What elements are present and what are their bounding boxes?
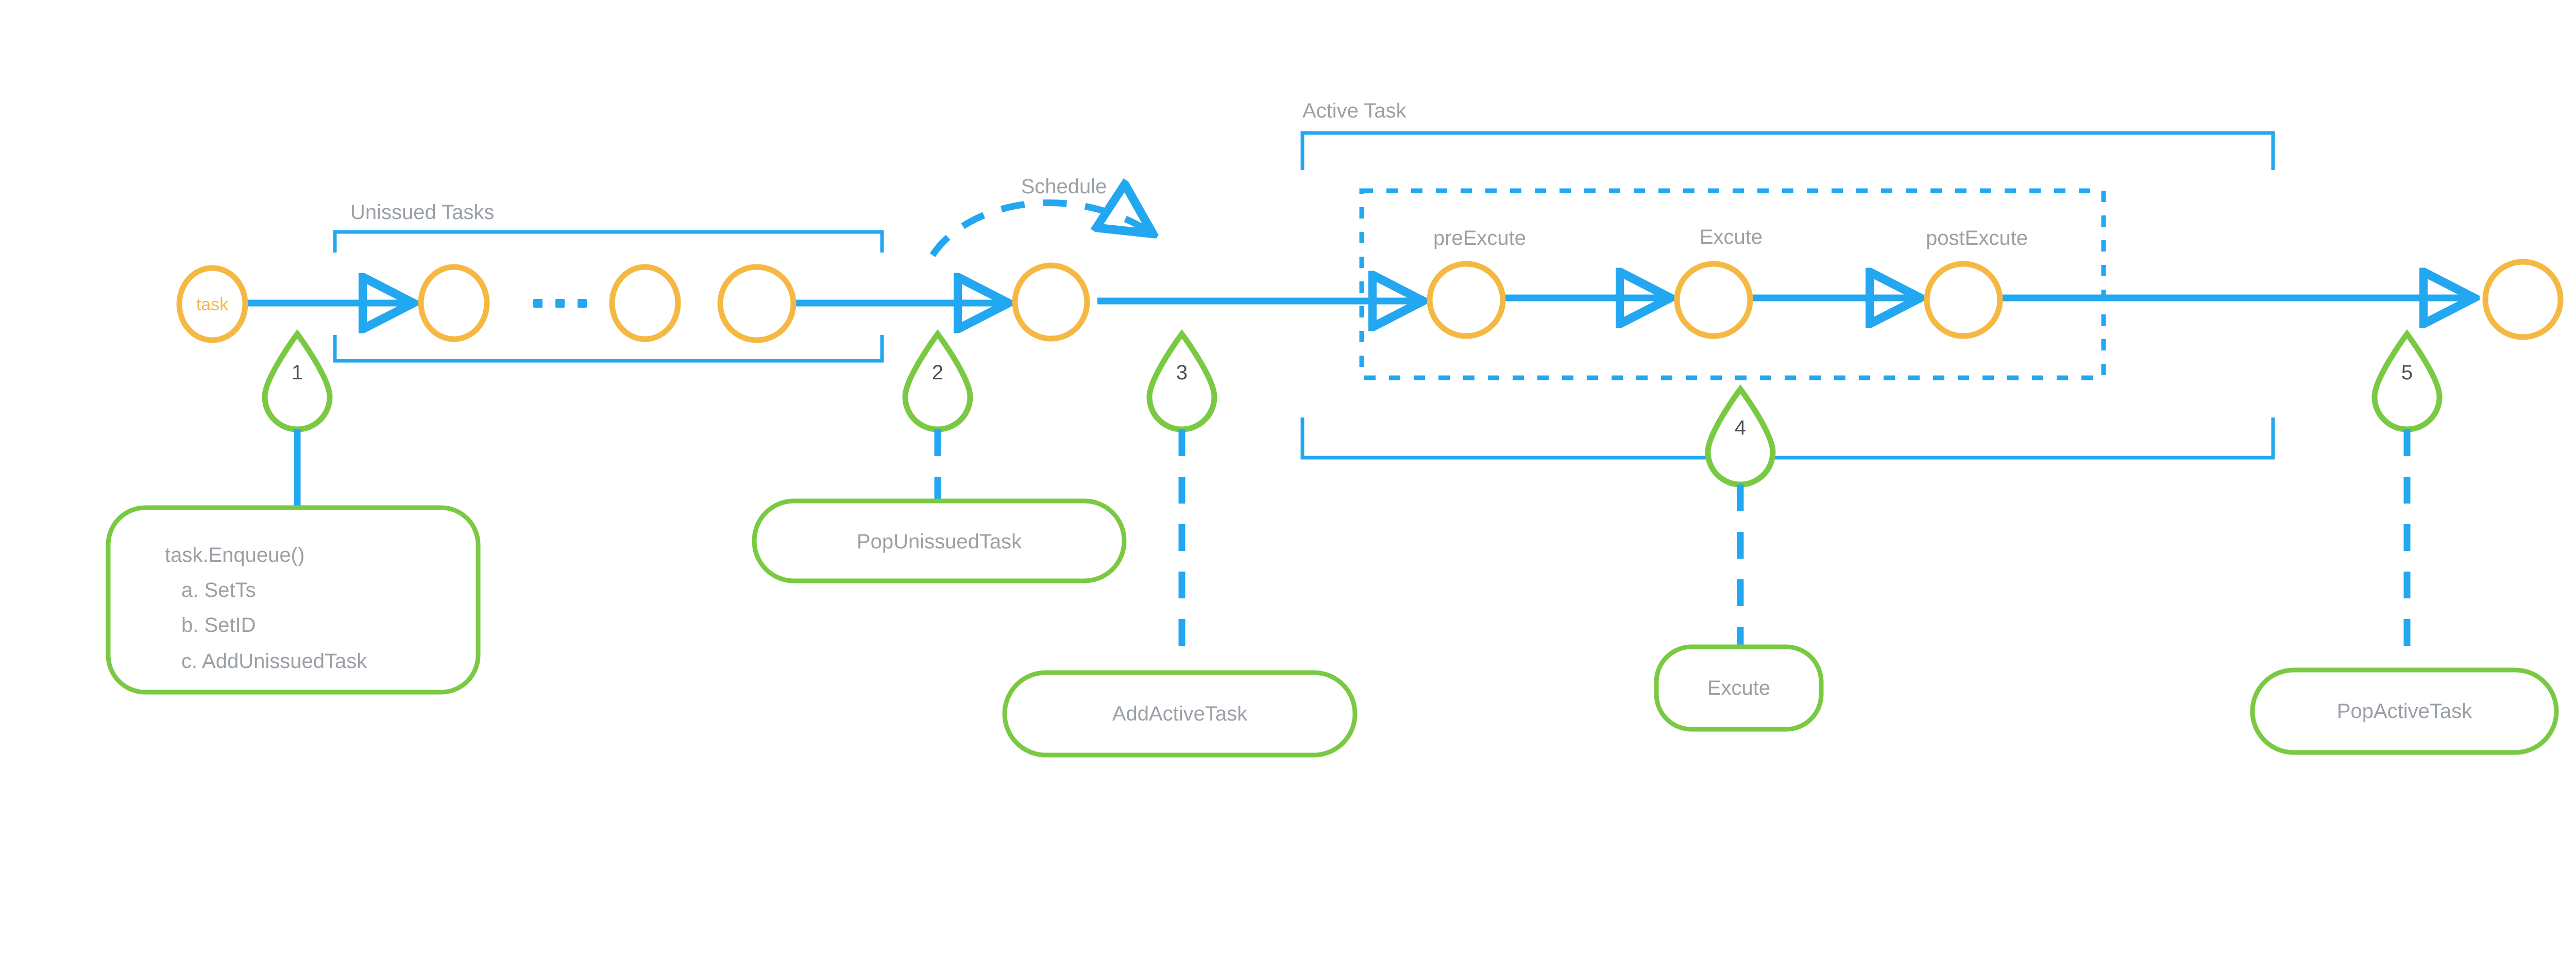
callout-pop-unissued-label: PopUnissuedTask	[857, 530, 1022, 553]
callout-add-active-box[interactable]	[1002, 670, 1358, 758]
marker-2-number: 2	[932, 361, 943, 384]
stage-label-excute: Excute	[1700, 226, 1762, 248]
node-excute[interactable]	[1674, 261, 1753, 339]
callout-pop-active-label: PopActiveTask	[2337, 700, 2472, 723]
callout-pop-active-box[interactable]	[2250, 667, 2559, 755]
marker-1-number: 1	[292, 361, 303, 384]
marker-3-number: 3	[1176, 361, 1188, 384]
callout-enqueue-line-4: c. AddUnissuedTask	[181, 650, 367, 673]
execution-phase-dashed-box	[1359, 188, 2106, 380]
node-scheduled[interactable]	[1012, 262, 1090, 342]
callout-add-active-label: AddActiveTask	[1112, 702, 1248, 725]
callout-enqueue-box[interactable]	[106, 505, 481, 695]
schedule-arc-arrow	[929, 203, 1154, 257]
unissued-tasks-bracket	[333, 230, 884, 363]
callout-excute-box[interactable]	[1654, 644, 1824, 732]
stage-label-post-excute: postExcute	[1926, 227, 2028, 249]
node-task[interactable]	[176, 265, 248, 343]
node-queue-1[interactable]	[418, 264, 490, 342]
callout-enqueue-line-2: a. SetTs	[181, 579, 256, 601]
marker-4-number: 4	[1735, 416, 1746, 439]
callout-enqueue-line-3: b. SetID	[181, 614, 256, 637]
queue-ellipsis-icon	[533, 299, 587, 308]
node-task-label: task	[196, 295, 229, 314]
callout-enqueue-line-1: task.Enqueue()	[165, 544, 304, 566]
node-queue-3[interactable]	[717, 264, 796, 343]
node-done[interactable]	[2482, 259, 2564, 340]
schedule-label: Schedule	[1021, 175, 1107, 198]
node-queue-2[interactable]	[609, 264, 681, 342]
callout-pop-unissued-box[interactable]	[752, 498, 1127, 583]
marker-5-number: 5	[2401, 361, 2413, 384]
callout-excute-label: Excute	[1707, 677, 1770, 699]
task-nodes	[176, 259, 2564, 343]
node-post-excute[interactable]	[1924, 261, 2003, 339]
node-pre-excute[interactable]	[1427, 261, 1506, 339]
active-task-bracket	[1300, 131, 2275, 460]
active-task-label: Active Task	[1302, 99, 1407, 122]
flow-arrows	[247, 298, 2476, 303]
step-markers	[262, 329, 2443, 488]
stage-label-pre-excute: preExcute	[1433, 227, 1526, 249]
marker-connectors	[294, 429, 2411, 665]
callout-boxes	[106, 498, 2559, 758]
unissued-tasks-label: Unissued Tasks	[350, 201, 494, 224]
